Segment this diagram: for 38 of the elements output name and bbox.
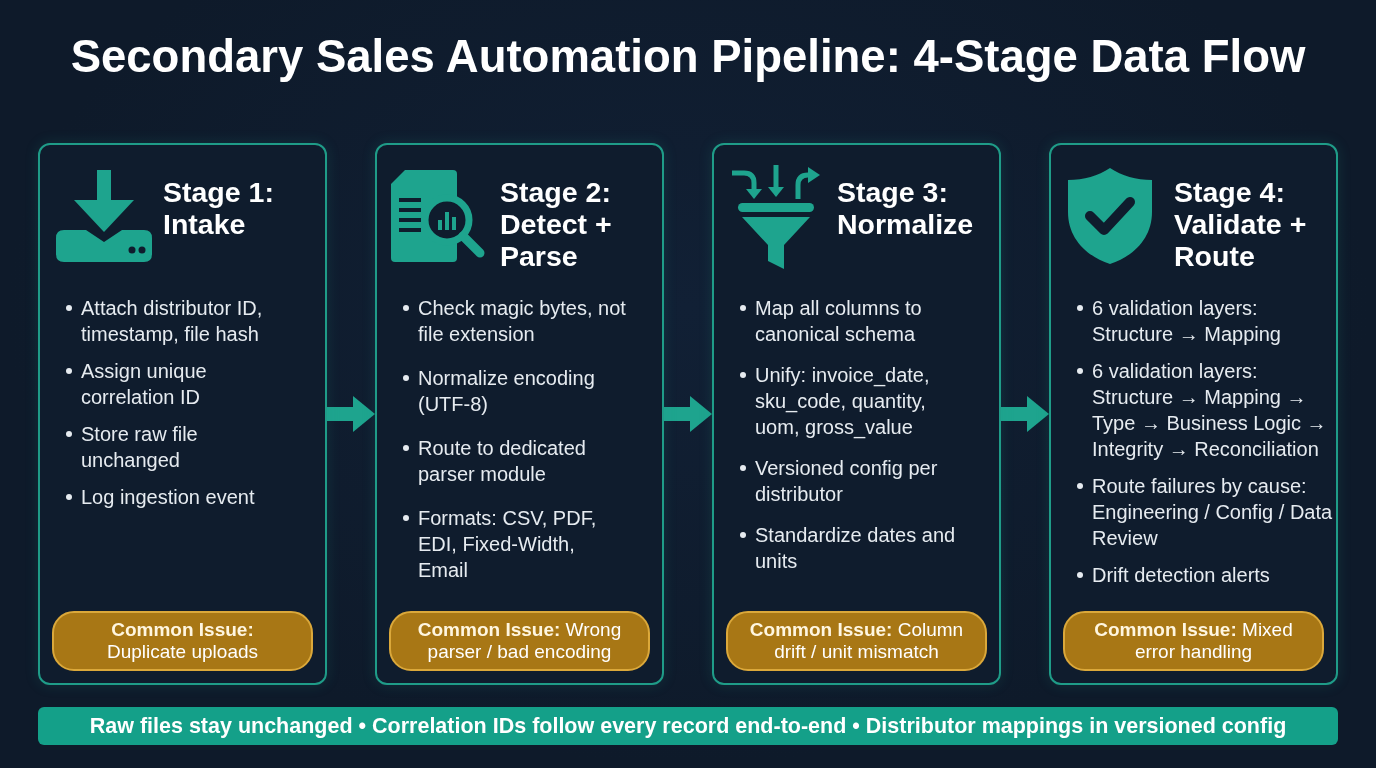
- bullet-item: Versioned config per distributor: [740, 455, 965, 507]
- bullet-item: Route failures by cause: Engineering / Config / Data Review: [1077, 473, 1334, 551]
- issue-text: Common Issue: Duplicate uploads: [105, 619, 259, 663]
- summary-text: Raw files stay unchanged • Correlation IDs follow every record end-to-end • Distributor mappings in versioned config: [89, 713, 1287, 739]
- bullet-item: Normalize encoding (UTF-8): [403, 365, 630, 417]
- bullet-item: Check magic bytes, not file extension: [403, 295, 630, 347]
- bullet-item: Log ingestion event: [66, 484, 255, 510]
- flow-arrow: [1001, 396, 1049, 432]
- bullet-item: Attach distributor ID, timestamp, file hash: [66, 295, 296, 347]
- stage-heading: Stage 1: Intake: [163, 176, 275, 240]
- bullet-item: 6 validation layers: Structure → Mapping → Type → Business Logic → Integrity → Reconciliation: [1077, 358, 1334, 462]
- stage-card: [712, 143, 1001, 685]
- stage-heading: Stage 3: Normalize: [837, 176, 975, 240]
- bullet-item: Assign unique correlation ID: [66, 358, 296, 410]
- issue-text: Common Issue: Mixed error handling: [1093, 619, 1294, 663]
- flow-arrow: [664, 396, 712, 432]
- stage-heading: Stage 4: Validate + Route: [1174, 176, 1308, 272]
- stage-heading: Stage 2: Detect + Parse: [500, 176, 613, 272]
- stage-card: [375, 143, 664, 685]
- bullet-item: 6 validation layers: Structure → Mapping: [1077, 295, 1334, 347]
- stage-card: [1049, 143, 1338, 685]
- issue-callout: [52, 611, 313, 671]
- bullet-item: Drift detection alerts: [1077, 562, 1270, 588]
- summary-banner: [38, 707, 1338, 745]
- bullet-item: Unify: invoice_date, sku_code, quantity, uom, gross_value: [740, 362, 965, 440]
- issue-text: Common Issue: Column drift / unit mismatch: [748, 619, 965, 663]
- issue-callout: [389, 611, 650, 671]
- issue-callout: [1063, 611, 1324, 671]
- diagram-title: Secondary Sales Automation Pipeline: 4-Stage Data Flow: [70, 30, 1306, 84]
- bullet-item: Standardize dates and units: [740, 522, 965, 574]
- bullet-item: Formats: CSV, PDF, EDI, Fixed-Width, Email: [403, 505, 630, 583]
- bullet-item: Store raw file unchanged: [66, 421, 296, 473]
- issue-text: Common Issue: Wrong parser / bad encoding: [416, 619, 623, 663]
- flow-arrow: [327, 396, 375, 432]
- stage-card: [38, 143, 327, 685]
- bullet-item: Route to dedicated parser module: [403, 435, 630, 487]
- issue-callout: [726, 611, 987, 671]
- bullet-item: Map all columns to canonical schema: [740, 295, 965, 347]
